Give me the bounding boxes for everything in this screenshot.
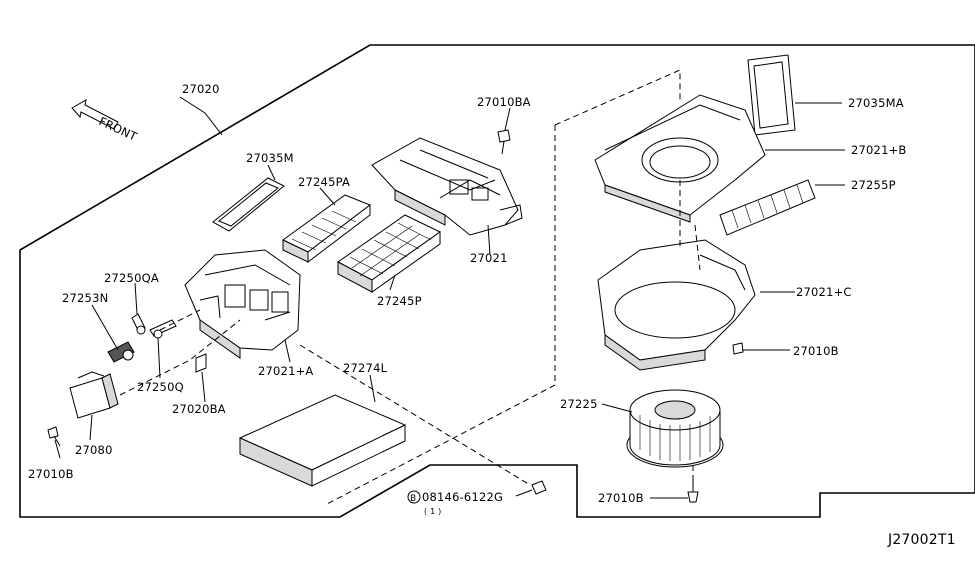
part-27250qa-lever [131,313,146,335]
label-27250qa: 27250QA [104,271,159,285]
svg-text:B: B [410,494,416,504]
front-label: FRONT [97,114,140,144]
label-27253n: 27253N [62,291,108,305]
label-27010ba: 27010BA [477,95,531,109]
part-27225-blower-motor [626,389,724,468]
screw-27010b-bottom [687,478,699,503]
part-labels: 27020 27010BA 27035MA 27021+B 27255P 270… [28,82,956,548]
diagram-code: J27002T1 [887,532,956,548]
label-27010b-mid: 27010B [793,344,839,358]
screw-27010b-mid [732,342,744,355]
assembly-boundary [19,44,975,518]
label-08146-6122g: 08146-6122G [422,490,503,504]
label-27035m: 27035M [246,151,294,165]
part-27255p-grille [719,179,816,236]
part-27035m-gasket [212,177,285,232]
label-27010b-bottom: 27010B [598,491,644,505]
part-27021-housing [371,137,523,236]
label-27010b-left: 27010B [28,467,74,481]
label-bolt-qty: ( 1 ) [424,507,441,516]
label-27245pa: 27245PA [298,175,350,189]
dashed-region-right [554,69,681,126]
part-27080-actuator [69,371,119,419]
label-27274l: 27274L [343,361,388,375]
label-27225: 27225 [560,397,598,411]
alignment-lines [119,180,701,486]
part-27035ma-seal [747,54,796,136]
bolt-08146 [531,480,547,495]
part-27253n-link [107,341,135,363]
label-27080: 27080 [75,443,113,457]
screw-27010ba [497,129,511,155]
part-27245pa-filter [282,194,372,264]
leader-lines [54,96,845,499]
part-27245p-filter [337,214,441,293]
front-arrow-icon [71,99,119,130]
label-27021c: 27021+C [796,285,852,299]
part-27021a-housing [184,249,301,359]
part-27021b-case [594,94,766,223]
bolt-symbol-icon: B [407,490,421,504]
part-27020ba-clip [195,353,207,373]
label-27021b: 27021+B [851,143,907,157]
label-27020: 27020 [182,82,220,96]
label-27035ma: 27035MA [848,96,904,110]
label-27245p: 27245P [377,294,422,308]
screw-27010b-left [47,426,61,447]
dashed-region-right-2 [324,125,556,506]
label-27250q: 27250Q [137,380,184,394]
label-27020ba: 27020BA [172,402,226,416]
label-27021: 27021 [470,251,508,265]
part-27274l-cabin-filter [238,394,407,487]
label-27255p: 27255P [851,178,896,192]
part-27021c-case [597,239,756,371]
label-27021a: 27021+A [258,364,314,378]
